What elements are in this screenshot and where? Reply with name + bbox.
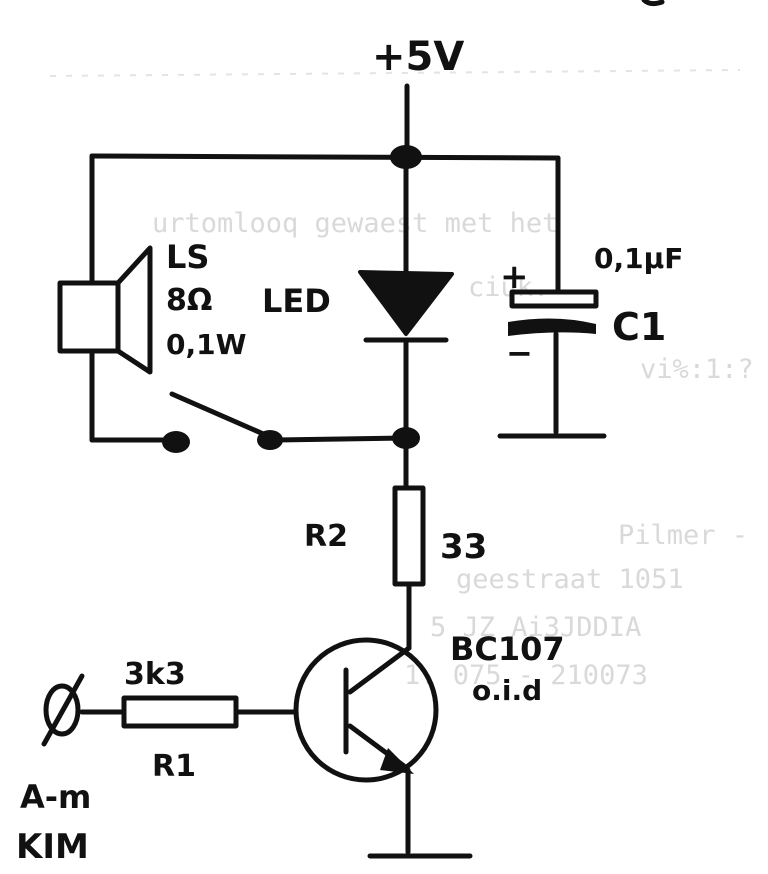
r1-body: [121, 695, 239, 729]
speaker-body: [57, 280, 121, 354]
transistor-emitter-arrow: [380, 748, 414, 774]
cap-minus-label: −: [506, 334, 533, 372]
cap-name-label: C1: [612, 305, 666, 349]
transistor-note-label: o.i.d: [472, 674, 542, 707]
input-port-label: A-m: [20, 778, 91, 816]
input-board-label: KIM: [16, 827, 89, 867]
transistor-collector: [347, 645, 412, 695]
input-terminal-icon: [43, 683, 81, 737]
top-rail-wire: [89, 153, 561, 161]
switch-lever: [169, 391, 271, 439]
cap-value-label: 0,1μF: [594, 242, 683, 275]
show-through-line: ciuk.: [468, 272, 549, 303]
show-through-text: urtomlooq gewaest met het ciuk. vi%:1:? …: [49, 69, 754, 691]
switch-right-contact: [257, 430, 283, 450]
r2-value-label: 33: [440, 527, 487, 567]
r1-name-label: R1: [152, 749, 196, 784]
r1-value-label: 3k3: [124, 657, 186, 692]
r2-name-label: R2: [304, 519, 348, 554]
speaker-power-label: 0,1W: [166, 328, 247, 361]
transistor-name-label: BC107: [450, 630, 565, 668]
supply-label: +5V: [372, 34, 464, 80]
transistor-body: [293, 637, 439, 783]
r2-body: [392, 485, 426, 587]
cap-plus-label: +: [500, 257, 529, 297]
show-through-line: Pilmer -: [618, 520, 748, 551]
page-fragment-mark: [641, 0, 665, 7]
led-triangle: [358, 270, 454, 336]
show-through-line: vi%:1:?: [640, 354, 754, 385]
show-through-line: urtomlooq gewaest met het: [152, 208, 558, 239]
input-terminal-slash: [41, 673, 85, 747]
show-through-rule: [49, 69, 741, 77]
led-label: LED: [262, 282, 331, 320]
top-junction-dot: [390, 145, 422, 169]
cap-minus-plate: [508, 318, 596, 336]
show-through-line: 5 JZ Ai3JDDIA: [430, 612, 641, 643]
show-through-line: geestraat 1051: [456, 564, 684, 595]
mid-junction-dot: [392, 427, 420, 449]
speaker-cone: [115, 245, 153, 375]
show-through-line: 1. 075 - 210073: [404, 660, 648, 691]
switch-left-contact: [162, 431, 190, 453]
switch-right-wire: [273, 435, 408, 443]
speaker-name-label: LS: [166, 238, 209, 276]
speaker-impedance-label: 8Ω: [166, 283, 212, 318]
cap-plus-plate: [509, 289, 599, 309]
